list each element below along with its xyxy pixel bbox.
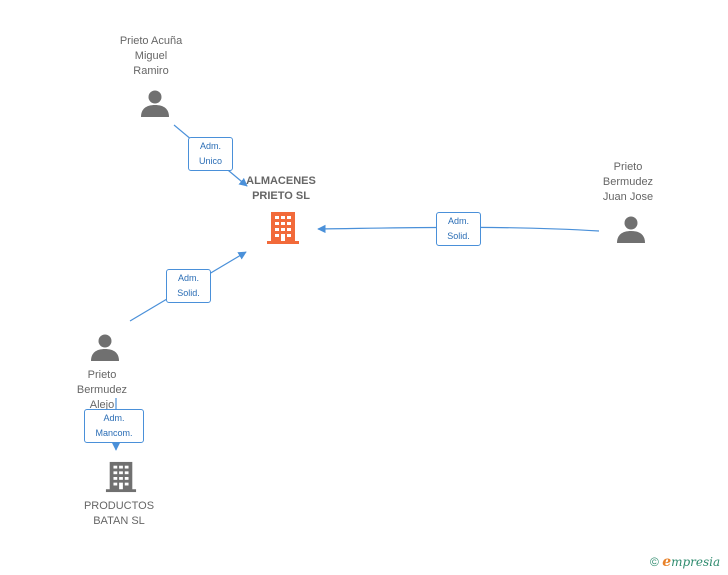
relation-label-p1-main: Adm. Unico — [188, 137, 233, 171]
company-label-c2[interactable]: PRODUCTOS BATAN SL — [83, 500, 155, 527]
brand-logo: empresia — [662, 554, 721, 570]
person-label-p2[interactable]: Prieto Bermudez Juan Jose — [602, 161, 654, 203]
person-icon[interactable] — [140, 89, 170, 119]
relation-label-p3-main: Adm. Solid. — [166, 269, 211, 303]
brand-footer[interactable]: © empresia — [650, 554, 720, 570]
copyright-symbol: © — [650, 555, 659, 569]
main-company-label[interactable]: ALMACENES PRIETO SL — [246, 175, 316, 202]
relation-label-p2-main: Adm. Solid. — [436, 212, 481, 246]
person-label-p3[interactable]: Prieto Bermudez Alejo — [76, 369, 128, 411]
building-icon[interactable] — [105, 460, 137, 494]
building-icon[interactable] — [266, 210, 300, 246]
relation-label-p3-c2: Adm. Mancom. — [84, 409, 144, 443]
person-label-p1[interactable]: Prieto Acuña Miguel Ramiro — [119, 35, 183, 77]
person-icon[interactable] — [90, 333, 120, 363]
person-icon[interactable] — [616, 215, 646, 245]
